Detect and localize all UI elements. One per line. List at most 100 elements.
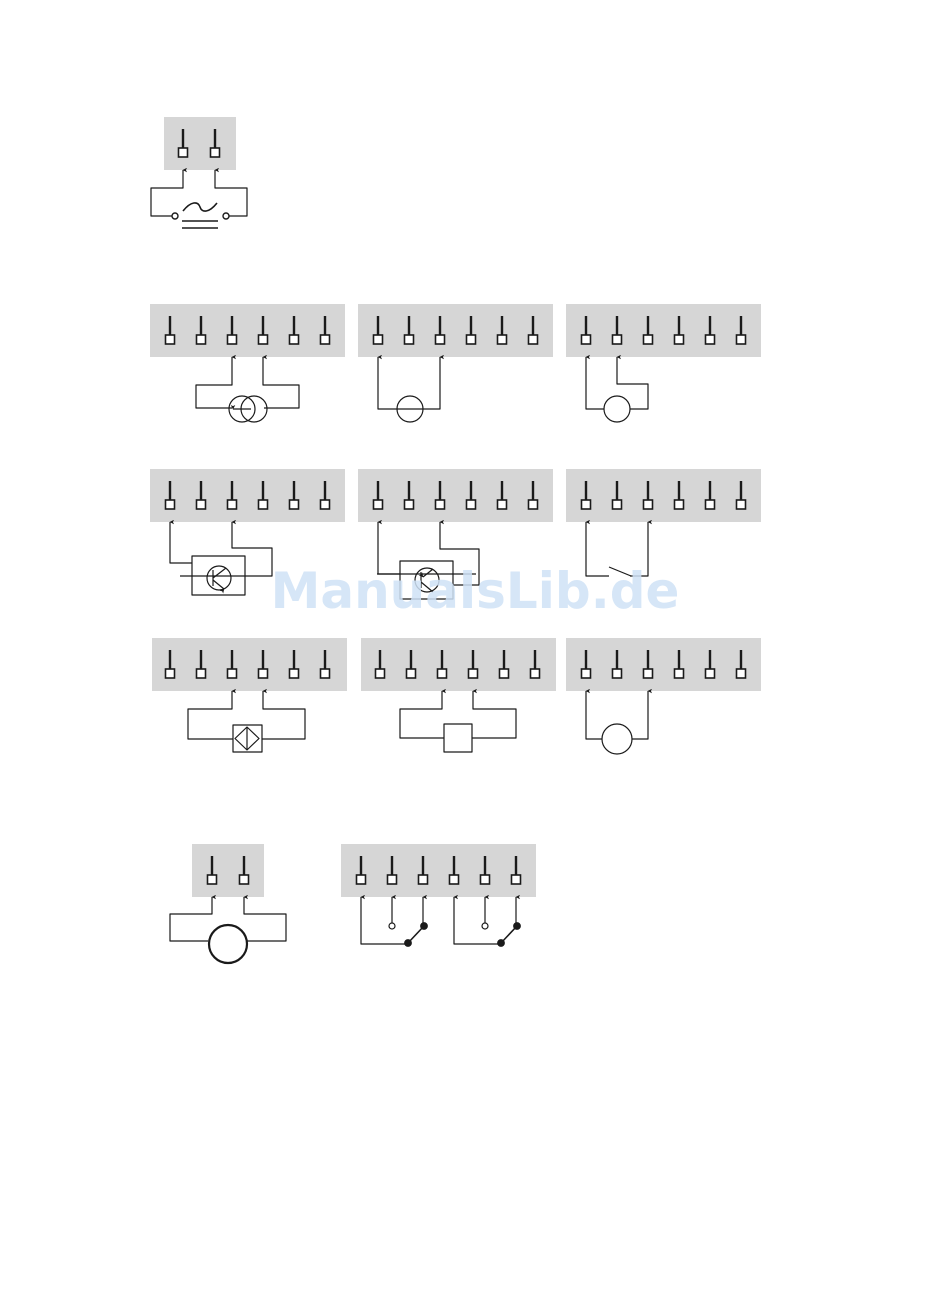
- terminal-screw-icon: [228, 669, 237, 678]
- terminal-screw-icon: [290, 335, 299, 344]
- terminal-block: [358, 304, 553, 357]
- relay-contacts-wiring: [361, 897, 520, 946]
- rtd-sensor-icon: [604, 396, 630, 422]
- terminal-screw-icon: [376, 669, 385, 678]
- thermocouple-wiring: [196, 357, 299, 422]
- terminal-screw-icon: [582, 500, 591, 509]
- rtd-2wire-wiring: [586, 357, 648, 422]
- terminal-blocks: [150, 117, 761, 897]
- terminal-screw-icon: [240, 875, 249, 884]
- terminal-screw-icon: [228, 500, 237, 509]
- terminal-screw-icon: [166, 335, 175, 344]
- terminal-screw-icon: [675, 500, 684, 509]
- terminal-screw-icon: [498, 335, 507, 344]
- terminal-screw-icon: [259, 335, 268, 344]
- terminal-strip: [150, 304, 345, 357]
- current-source-wiring: [378, 357, 440, 422]
- terminal-screw-icon: [290, 500, 299, 509]
- terminal-block: [152, 638, 347, 691]
- terminal-screw-icon: [529, 500, 538, 509]
- terminal-block: [150, 304, 345, 357]
- terminal-strip: [361, 638, 556, 691]
- pnp-transistor-icon: [415, 568, 439, 592]
- terminal-screw-icon: [706, 500, 715, 509]
- terminal-block: [566, 638, 761, 691]
- terminal-screw-icon: [357, 875, 366, 884]
- terminal-screw-icon: [613, 500, 622, 509]
- terminal-screw-icon: [438, 669, 447, 678]
- terminal-block: [566, 304, 761, 357]
- terminal-screw-icon: [388, 875, 397, 884]
- terminal-screw-icon: [467, 500, 476, 509]
- terminal-screw-icon: [613, 669, 622, 678]
- terminal-strip: [566, 469, 761, 522]
- terminal-screw-icon: [436, 335, 445, 344]
- terminal-screw-icon: [436, 500, 445, 509]
- terminal-block: [566, 469, 761, 522]
- pnp-sensor-wiring: [377, 522, 480, 599]
- terminal-screw-icon: [531, 669, 540, 678]
- terminal-screw-icon: [321, 500, 330, 509]
- relay-contact-closed-icon: [405, 940, 412, 947]
- terminal-block: [192, 844, 264, 897]
- namur-sensor-wiring: [188, 691, 305, 752]
- terminal-screw-icon: [500, 669, 509, 678]
- terminal-block: [150, 469, 345, 522]
- device-wiring: [400, 691, 516, 752]
- terminal-screw-icon: [166, 669, 175, 678]
- terminal-screw-icon: [737, 669, 746, 678]
- terminal-screw-icon: [290, 669, 299, 678]
- terminal-strip: [150, 469, 345, 522]
- terminal-screw-icon: [706, 669, 715, 678]
- terminal-block: [361, 638, 556, 691]
- terminal-strip: [566, 304, 761, 357]
- terminal-screw-icon: [321, 335, 330, 344]
- terminal-screw-icon: [737, 500, 746, 509]
- terminal-screw-icon: [211, 148, 220, 157]
- device-box-icon: [444, 724, 472, 752]
- relay-contact-open-icon: [482, 923, 488, 929]
- terminal-screw-icon: [321, 669, 330, 678]
- terminal-strip: [358, 304, 553, 357]
- terminal-block: [358, 469, 553, 522]
- terminal-dot-icon: [223, 213, 229, 219]
- terminal-screw-icon: [374, 335, 383, 344]
- ac-supply-icon: [183, 203, 217, 211]
- terminal-screw-icon: [613, 335, 622, 344]
- load-circle-icon: [602, 724, 632, 754]
- terminal-screw-icon: [259, 500, 268, 509]
- terminal-dot-icon: [172, 213, 178, 219]
- terminal-screw-icon: [675, 669, 684, 678]
- terminal-screw-icon: [407, 669, 416, 678]
- terminal-screw-icon: [179, 148, 188, 157]
- terminal-screw-icon: [166, 500, 175, 509]
- relay-contact-open-icon: [389, 923, 395, 929]
- terminal-screw-icon: [197, 335, 206, 344]
- terminal-strip: [358, 469, 553, 522]
- output-load-wiring: [170, 897, 286, 963]
- terminal-screw-icon: [582, 335, 591, 344]
- terminal-screw-icon: [706, 335, 715, 344]
- terminal-strip: [164, 117, 236, 170]
- mains-supply-wiring: [151, 170, 247, 228]
- terminal-screw-icon: [737, 335, 746, 344]
- terminal-screw-icon: [197, 500, 206, 509]
- terminal-block: [341, 844, 536, 897]
- terminal-screw-icon: [405, 335, 414, 344]
- terminal-screw-icon: [675, 335, 684, 344]
- terminal-screw-icon: [374, 500, 383, 509]
- terminal-block: [164, 117, 236, 170]
- terminal-screw-icon: [644, 335, 653, 344]
- terminal-screw-icon: [450, 875, 459, 884]
- terminal-screw-icon: [512, 875, 521, 884]
- terminal-strip: [341, 844, 536, 897]
- switch-contact-icon: [609, 567, 631, 576]
- terminal-screw-icon: [644, 500, 653, 509]
- circle-load-wiring: [586, 691, 648, 754]
- terminal-screw-icon: [498, 500, 507, 509]
- terminal-screw-icon: [419, 875, 428, 884]
- output-load-icon: [209, 925, 247, 963]
- terminal-screw-icon: [259, 669, 268, 678]
- terminal-screw-icon: [405, 500, 414, 509]
